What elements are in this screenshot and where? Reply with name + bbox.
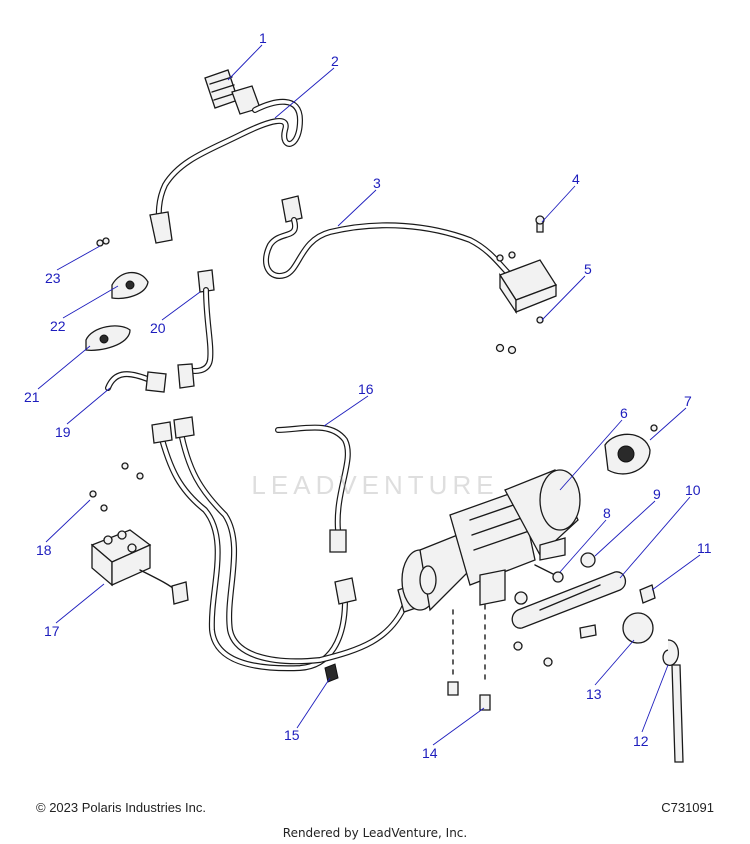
part-18-screws: [89, 462, 144, 512]
callout-10: 10: [685, 482, 701, 498]
callout-20: 20: [150, 320, 166, 336]
callout-7: 7: [684, 393, 692, 409]
callout-15: 15: [284, 727, 300, 743]
callout-21: 21: [24, 389, 40, 405]
callout-5: 5: [584, 261, 592, 277]
copyright: © 2023 Polaris Industries Inc.: [36, 800, 206, 815]
callout-22: 22: [50, 318, 66, 334]
leader-lines: [37, 44, 701, 746]
part-6-winch: [401, 469, 581, 612]
callout-9: 9: [653, 486, 661, 502]
part-23-screw: [96, 237, 110, 247]
callout-16: 16: [358, 381, 374, 397]
part-9-nut: [514, 552, 596, 605]
part-17-contactor: [90, 529, 189, 605]
part-12-hook-strap: [662, 639, 684, 763]
callout-19: 19: [55, 424, 71, 440]
part-3-harness: [263, 195, 513, 279]
part-22-bracket: [111, 271, 149, 300]
part-15-cables: [151, 416, 423, 683]
part-11-bolt: [579, 584, 656, 639]
part-19-cable: [105, 371, 167, 393]
callout-numbers: 1 2 3 4 5 6 7 8 9 10 11 12 13 14 15 16 1…: [24, 30, 712, 761]
callout-8: 8: [603, 505, 611, 521]
part-8-cable-end: [534, 564, 564, 583]
callout-13: 13: [586, 686, 602, 702]
callout-12: 12: [633, 733, 649, 749]
part-1-connector: [204, 69, 261, 115]
part-7-drum: [604, 424, 658, 475]
callout-4: 4: [572, 171, 580, 187]
part-16-harness: [275, 424, 351, 553]
part-10-fairlead: [511, 571, 627, 629]
callout-3: 3: [373, 175, 381, 191]
part-4-screw: [535, 215, 545, 233]
callout-1: 1: [259, 30, 267, 46]
callout-11: 11: [697, 540, 712, 556]
rendered-by: Rendered by LeadVenture, Inc.: [282, 826, 468, 840]
part-20-cable: [177, 269, 215, 389]
part-21-bracket: [85, 325, 131, 351]
callout-6: 6: [620, 405, 628, 421]
watermark: LEADVENTURE: [251, 470, 499, 500]
diagram-code: C731091: [661, 800, 714, 815]
callout-14: 14: [422, 745, 438, 761]
part-2-harness: [149, 98, 303, 244]
part-14-bolts: [447, 604, 553, 711]
part-13-stopper: [622, 612, 654, 644]
callout-18: 18: [36, 542, 52, 558]
callout-2: 2: [331, 53, 339, 69]
callout-23: 23: [45, 270, 61, 286]
callout-17: 17: [44, 623, 60, 639]
part-5-module: [495, 251, 557, 355]
